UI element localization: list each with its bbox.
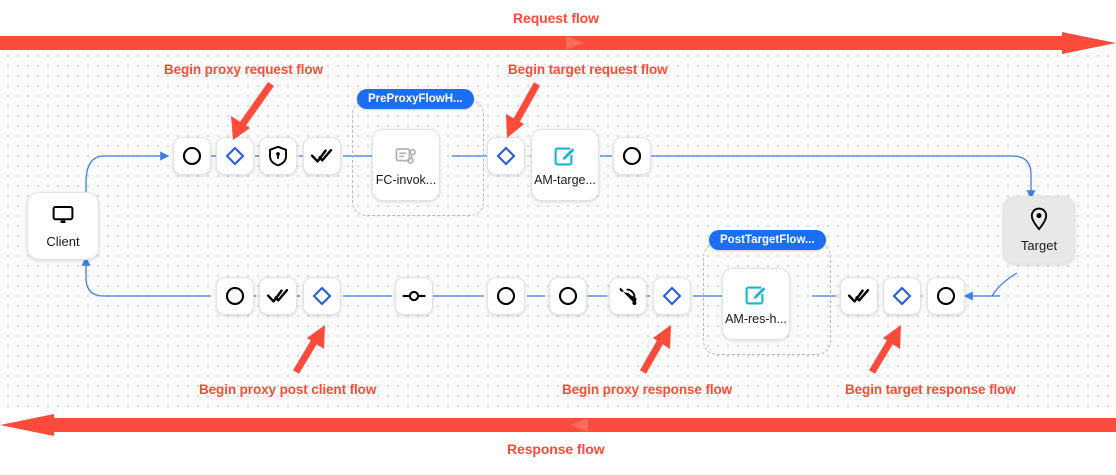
node-res-n10[interactable] <box>883 277 921 315</box>
double-check-icon <box>847 289 870 303</box>
shield-lock-icon <box>269 145 287 167</box>
banner-request-bar <box>0 36 1062 50</box>
circle-icon <box>182 146 202 166</box>
flow-callout-icon <box>395 147 416 164</box>
edge-target-down <box>991 272 1018 297</box>
annotation-label-begin-proxy-request-flow: Begin proxy request flow <box>164 62 323 77</box>
node-target[interactable]: Target <box>1003 196 1075 264</box>
diamond-icon <box>225 146 245 166</box>
location-pin-icon <box>1030 207 1048 231</box>
node-res-n1[interactable] <box>216 277 254 315</box>
banner-request-arrowhead <box>1062 32 1116 54</box>
diamond-icon <box>662 286 682 306</box>
banner-response-label: Response flow <box>507 441 605 457</box>
annotation-label-begin-proxy-response-flow: Begin proxy response flow <box>562 382 733 397</box>
node-res-n3[interactable] <box>303 277 341 315</box>
node-connector-icon <box>402 290 426 302</box>
node-req-n5[interactable] <box>487 137 525 175</box>
circle-icon <box>225 286 245 306</box>
node-req-n4[interactable] <box>303 137 341 175</box>
node-req-n6[interactable] <box>613 137 651 175</box>
client-label: Client <box>46 234 80 249</box>
assign-message-icon <box>745 286 766 304</box>
diagram-canvas[interactable] <box>0 48 1116 408</box>
assign-message-icon <box>554 147 575 165</box>
banner-request-flow <box>0 32 1116 54</box>
banner-request-label: Request flow <box>513 10 599 26</box>
node-req-n2[interactable] <box>216 137 254 175</box>
node-req-n1[interactable] <box>173 137 211 175</box>
edge-request-to-target <box>651 155 1036 200</box>
double-check-icon <box>266 289 289 303</box>
group-badge-post-target-flow-hook[interactable]: PostTargetFlow... <box>709 230 826 250</box>
node-policy-am-target[interactable]: AM-targe... <box>531 129 608 210</box>
node-client[interactable]: Client <box>27 192 99 260</box>
banner-request-notch <box>566 36 584 50</box>
target-label: Target <box>1020 238 1058 253</box>
diamond-icon <box>892 286 912 306</box>
node-res-n8[interactable] <box>653 277 691 315</box>
broadcast-icon <box>619 287 637 305</box>
node-res-n4[interactable] <box>395 277 433 315</box>
policy-label-am-target: AM-targe... <box>534 172 596 187</box>
monitor-icon <box>52 206 74 223</box>
policy-label-fc-invoke: FC-invok... <box>375 172 437 187</box>
diamond-icon <box>496 146 516 166</box>
edge-response-to-client <box>81 256 211 297</box>
banner-response-flow <box>0 414 1116 436</box>
annotation-label-begin-target-request-flow: Begin target request flow <box>508 62 668 77</box>
node-res-n2[interactable] <box>259 277 297 315</box>
group-badge-pre-proxy-flow-hook[interactable]: PreProxyFlowH... <box>357 89 474 109</box>
policy-label-am-res-h: AM-res-h... <box>725 311 787 326</box>
circle-icon <box>558 286 578 306</box>
circle-icon <box>936 286 956 306</box>
node-res-n5[interactable] <box>487 277 525 315</box>
annotation-label-begin-proxy-post-client-flow: Begin proxy post client flow <box>199 382 377 397</box>
diamond-icon <box>312 286 332 306</box>
banner-response-notch <box>570 418 588 432</box>
circle-icon <box>496 286 516 306</box>
double-check-icon <box>310 149 333 163</box>
banner-response-arrowhead <box>0 414 54 436</box>
annotation-label-begin-target-response-flow: Begin target response flow <box>845 382 1016 397</box>
node-res-n11[interactable] <box>927 277 965 315</box>
circle-icon <box>622 146 642 166</box>
node-res-n6[interactable] <box>549 277 587 315</box>
node-res-n9[interactable] <box>840 277 878 315</box>
edge-client-to-request <box>85 151 170 205</box>
node-req-n3[interactable] <box>259 137 297 175</box>
node-res-n7[interactable] <box>609 277 647 315</box>
